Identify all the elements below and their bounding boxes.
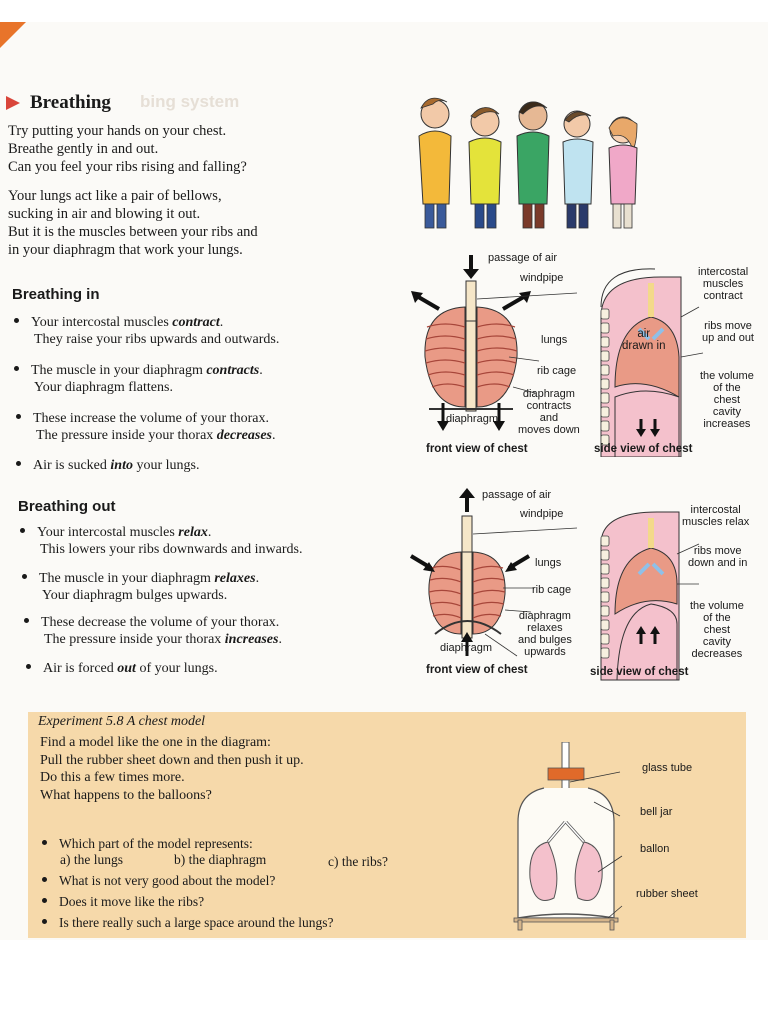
breathing-in-bullet: Air is sucked into your lungs. — [16, 457, 199, 474]
caption-side-view-out: side view of chest — [590, 666, 689, 678]
breathing-out-diagram — [409, 488, 700, 681]
breathing-in-bullet: These increase the volume of your thorax… — [16, 410, 276, 444]
label-rubber-sheet: rubber sheet — [636, 888, 698, 900]
label-rib-cage-out: rib cage — [532, 584, 572, 596]
label-lungs-out: lungs — [535, 557, 562, 569]
bullet-dot-icon — [16, 461, 21, 467]
children-breathing-illustration — [418, 97, 638, 229]
label-passage-of-air-out: passage of air — [482, 489, 552, 501]
label-lungs: lungs — [541, 334, 568, 346]
bullet-dot-icon — [24, 618, 29, 624]
bullet-dot-icon — [14, 318, 19, 324]
question-2: What is not very good about the model? — [42, 873, 275, 889]
label-ballon: ballon — [640, 843, 670, 855]
bullet-dot-icon — [42, 919, 47, 925]
corner-tab — [0, 22, 26, 48]
caption-side-view-in: side view of chest — [594, 443, 693, 455]
experiment-instructions: Find a model like the one in the diagram… — [40, 735, 304, 803]
breathing-in-bullet: The muscle in your diaphragm contracts. … — [14, 362, 263, 396]
label-bell-jar: bell jar — [640, 806, 673, 818]
breathing-out-bullet: These decrease the volume of your thorax… — [24, 614, 282, 648]
intro-line: Can you feel your ribs rising and fallin… — [8, 159, 247, 175]
intro-paragraph: Try putting your hands on your chest. Br… — [8, 122, 247, 176]
textbook-page: bing system Breathing Try putting your h… — [0, 22, 768, 940]
question-1b: b) the diaphragm — [174, 852, 267, 867]
experiment-title: Experiment 5.8 A chest model — [38, 714, 206, 729]
breathing-out-bullet: Your intercostal muscles relax. This low… — [20, 524, 302, 558]
question-1: Which part of the model represents: — [42, 836, 253, 852]
bullet-dot-icon — [20, 528, 25, 534]
bullet-dot-icon — [26, 664, 31, 670]
question-1a: a) the lungs — [60, 852, 123, 867]
caption-front-view-in: front view of chest — [426, 443, 528, 455]
question-3: Does it move like the ribs? — [42, 894, 204, 910]
triangle-marker-icon — [6, 96, 20, 110]
label-windpipe: windpipe — [520, 272, 564, 284]
bullet-dot-icon — [42, 898, 47, 904]
bellows-line: Your lungs act like a pair of bellows, — [8, 188, 222, 204]
breathing-in-heading: Breathing in — [12, 286, 100, 303]
breathing-in-diagram — [411, 255, 704, 457]
experiment-panel: Experiment 5.8 A chest model Find a mode… — [28, 712, 746, 938]
intro-line: Breathe gently in and out. — [8, 141, 159, 157]
question-4: Is there really such a large space aroun… — [42, 915, 334, 931]
bullet-dot-icon — [42, 840, 47, 846]
bullet-dot-icon — [16, 414, 21, 420]
bullet-dot-icon — [42, 877, 47, 883]
label-glass-tube: glass tube — [642, 762, 693, 774]
label-diaphragm: diaphragm — [446, 413, 498, 425]
breathing-out-bullet: The muscle in your diaphragm relaxes. Yo… — [22, 570, 259, 604]
bellows-line: But it is the muscles between your ribs … — [8, 224, 258, 240]
caption-front-view-out: front view of chest — [426, 664, 528, 676]
label-passage-of-air: passage of air — [488, 252, 558, 264]
breathing-out-heading: Breathing out — [18, 498, 116, 515]
bellows-line: sucking in air and blowing it out. — [8, 206, 201, 222]
bell-jar-model-illustration — [513, 742, 623, 931]
section-heading: Breathing — [6, 92, 111, 114]
bullet-dot-icon — [14, 366, 19, 372]
heading-text: Breathing — [30, 92, 111, 113]
bullet-dot-icon — [22, 574, 27, 580]
breathing-out-bullet: Air is forced out of your lungs. — [26, 660, 218, 677]
label-rib-cage: rib cage — [537, 365, 577, 377]
breathing-in-bullet: Your intercostal muscles contract. They … — [14, 314, 279, 348]
intro-line: Try putting your hands on your chest. — [8, 123, 227, 139]
bellows-paragraph: Your lungs act like a pair of bellows, s… — [8, 187, 258, 259]
bleed-through: bing system — [140, 92, 240, 111]
bellows-line: in your diaphragm that work your lungs. — [8, 242, 243, 258]
label-diaphragm-out: diaphragm — [440, 642, 492, 654]
label-windpipe-out: windpipe — [520, 508, 564, 520]
question-1c: c) the ribs? — [328, 854, 388, 869]
